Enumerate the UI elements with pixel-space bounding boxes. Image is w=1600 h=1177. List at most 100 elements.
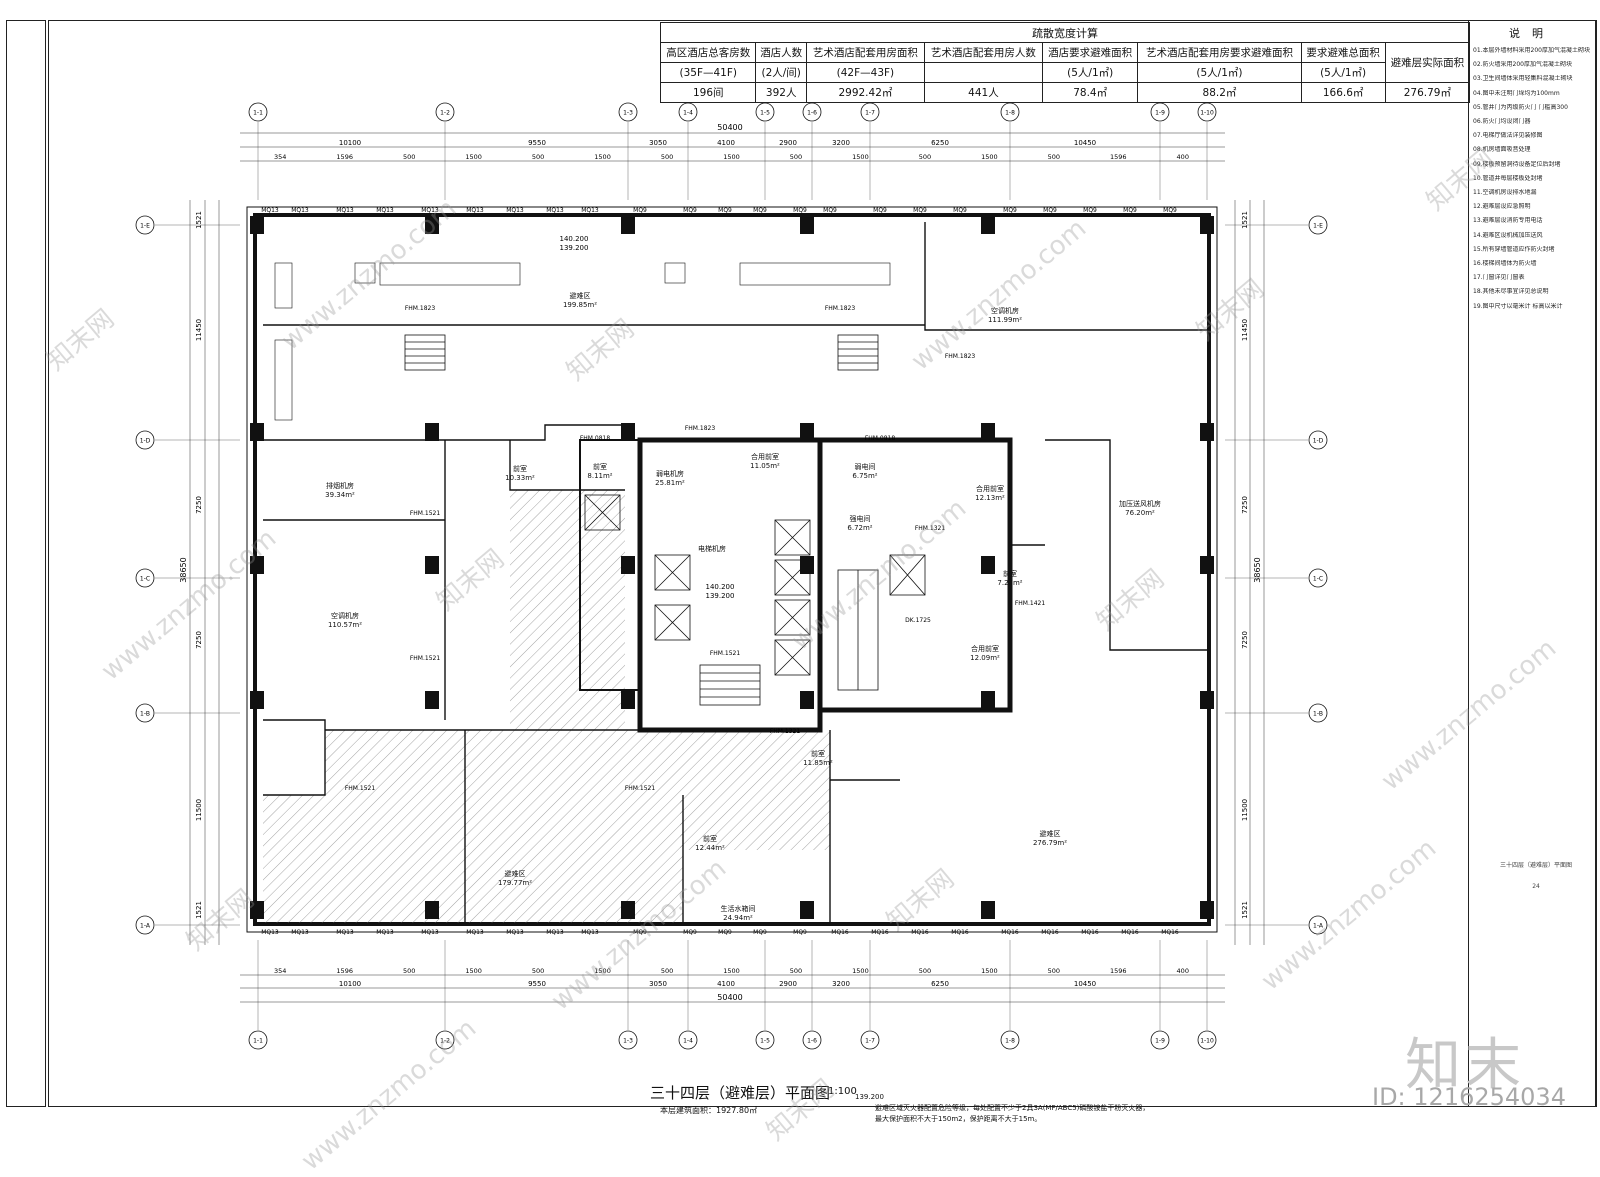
bottom-elevation: 139.200 — [855, 1093, 884, 1101]
dim-value: 500 — [1048, 967, 1060, 975]
room-name: 加压送风机房 — [1119, 500, 1161, 508]
column — [800, 901, 814, 919]
axis-label: 1-C — [140, 576, 150, 583]
dim-value: 10450 — [1074, 980, 1096, 988]
dim-value: 7250 — [1241, 631, 1249, 649]
curtain-wall-tag: MQ13 — [466, 929, 484, 936]
axis-bubble — [1150, 1030, 1170, 1050]
curtain-wall-tag: MQ16 — [831, 929, 849, 936]
column — [250, 691, 264, 709]
dim-value: 11500 — [195, 799, 203, 821]
column — [1200, 216, 1214, 234]
column — [1200, 423, 1214, 441]
drawing-title: 三十四层（避难层）平面图 — [650, 1084, 831, 1102]
side-title: 三十四层（避难层）平面图 24 — [1500, 860, 1572, 890]
note-line: 19.图中尺寸以毫米计 标高以米计 — [1473, 302, 1563, 310]
room-name: 前室 — [811, 750, 825, 758]
room-name: 合用前室 — [971, 645, 999, 653]
axis-bubble — [1197, 102, 1217, 122]
room-area: 7.21m² — [997, 579, 1023, 587]
column — [800, 423, 814, 441]
dim-value: 1500 — [594, 967, 611, 975]
curtain-wall-tag: MQ13 — [261, 929, 279, 936]
hatched-zone — [510, 490, 625, 730]
axis-label: 1-6 — [807, 110, 817, 117]
watermark-id: ID: 1216254034 — [1372, 1083, 1566, 1111]
curtain-wall-tag: MQ13 — [261, 207, 279, 214]
room-area: 25.81m² — [655, 479, 685, 487]
dim-overall: 50400 — [717, 993, 742, 1002]
curtain-wall-tag: MQ13 — [546, 929, 564, 936]
column — [1200, 556, 1214, 574]
dim-value: 500 — [919, 153, 931, 161]
bottom-note: 139.200 避难区域灭火器配置危险等级，每处配置不少于2具3A(MF/ABC… — [855, 1092, 1149, 1125]
axis-bubble — [1197, 1030, 1217, 1050]
curtain-wall-tag: MQ16 — [1121, 929, 1139, 936]
note-line: 17.门窗详见门窗表 — [1473, 274, 1525, 282]
curtain-wall-tag: MQ13 — [376, 929, 394, 936]
dim-value: 1521 — [1241, 211, 1249, 229]
axis-label: 1-7 — [865, 1038, 875, 1045]
axis-bubble — [755, 102, 775, 122]
equipment-row — [274, 262, 891, 421]
elevation: 139.200 — [706, 592, 735, 600]
axis-bubble — [1000, 102, 1020, 122]
elevation: 140.200 — [560, 235, 589, 243]
table-header: 高区酒店总客房数 — [659, 42, 757, 63]
room-area: 11.85m² — [803, 759, 833, 767]
note-line: 16.楼梯间墙体为防火墙 — [1473, 260, 1537, 268]
column — [800, 556, 814, 574]
stair — [699, 569, 879, 706]
dim-value: 7250 — [195, 496, 203, 514]
curtain-wall-tag: MQ9 — [1043, 207, 1057, 214]
column — [981, 691, 995, 709]
note-line: 14.避难区设机械加压送风 — [1473, 231, 1543, 239]
curtain-wall-tag: MQ9 — [913, 207, 927, 214]
structural-columns — [250, 216, 1214, 919]
dim-value: 500 — [403, 153, 415, 161]
table-cell: 441人 — [923, 82, 1043, 103]
drawing-sheet: 疏散宽度计算 高区酒店总客房数 酒店人数 艺术酒店配套用房面积 艺术酒店配套用房… — [6, 20, 1597, 1177]
evacuation-table: 疏散宽度计算 高区酒店总客房数 酒店人数 艺术酒店配套用房面积 艺术酒店配套用房… — [659, 22, 1471, 103]
axis-label: 1-4 — [683, 110, 693, 117]
door-tag: FHM.1823 — [825, 305, 855, 312]
partitions — [263, 222, 1209, 923]
axis-bubble — [135, 915, 155, 935]
stair — [837, 334, 879, 371]
dim-value: 500 — [919, 967, 931, 975]
dim-value: 1500 — [981, 153, 998, 161]
note-line: 01.本层外墙材料采用200厚加气混凝土砌块 — [1473, 47, 1590, 54]
column — [621, 556, 635, 574]
axis-bubble — [755, 1030, 775, 1050]
axis-bubble — [135, 568, 155, 588]
axis-label: 1-9 — [1155, 110, 1165, 117]
room-name: 生活水箱间 — [720, 905, 756, 913]
note-line: 07.电梯厅做法详见装修图 — [1473, 132, 1543, 140]
dim-value: 1500 — [852, 153, 869, 161]
room-area: 39.34m² — [325, 491, 355, 499]
dim-value: 500 — [532, 967, 544, 975]
room-name: 前室 — [513, 465, 527, 473]
curtain-wall-tag: MQ9 — [1003, 207, 1017, 214]
column — [425, 691, 439, 709]
curtain-wall-tag: MQ13 — [336, 207, 354, 214]
axis-bubble — [1000, 1030, 1020, 1050]
curtain-wall-tag: MQ13 — [421, 207, 439, 214]
dim-value: 500 — [661, 153, 673, 161]
axis-label: 1-2 — [440, 1038, 450, 1045]
column — [425, 556, 439, 574]
dim-value: 1500 — [852, 967, 869, 975]
drawing-scale: 1:100 — [828, 1086, 857, 1097]
curtain-wall-tag: MQ13 — [581, 207, 599, 214]
note-line: 10.管道井每层楼板处封堵 — [1473, 174, 1543, 182]
room-name: 避难区 — [504, 870, 526, 878]
dim-value: 9550 — [528, 139, 546, 147]
